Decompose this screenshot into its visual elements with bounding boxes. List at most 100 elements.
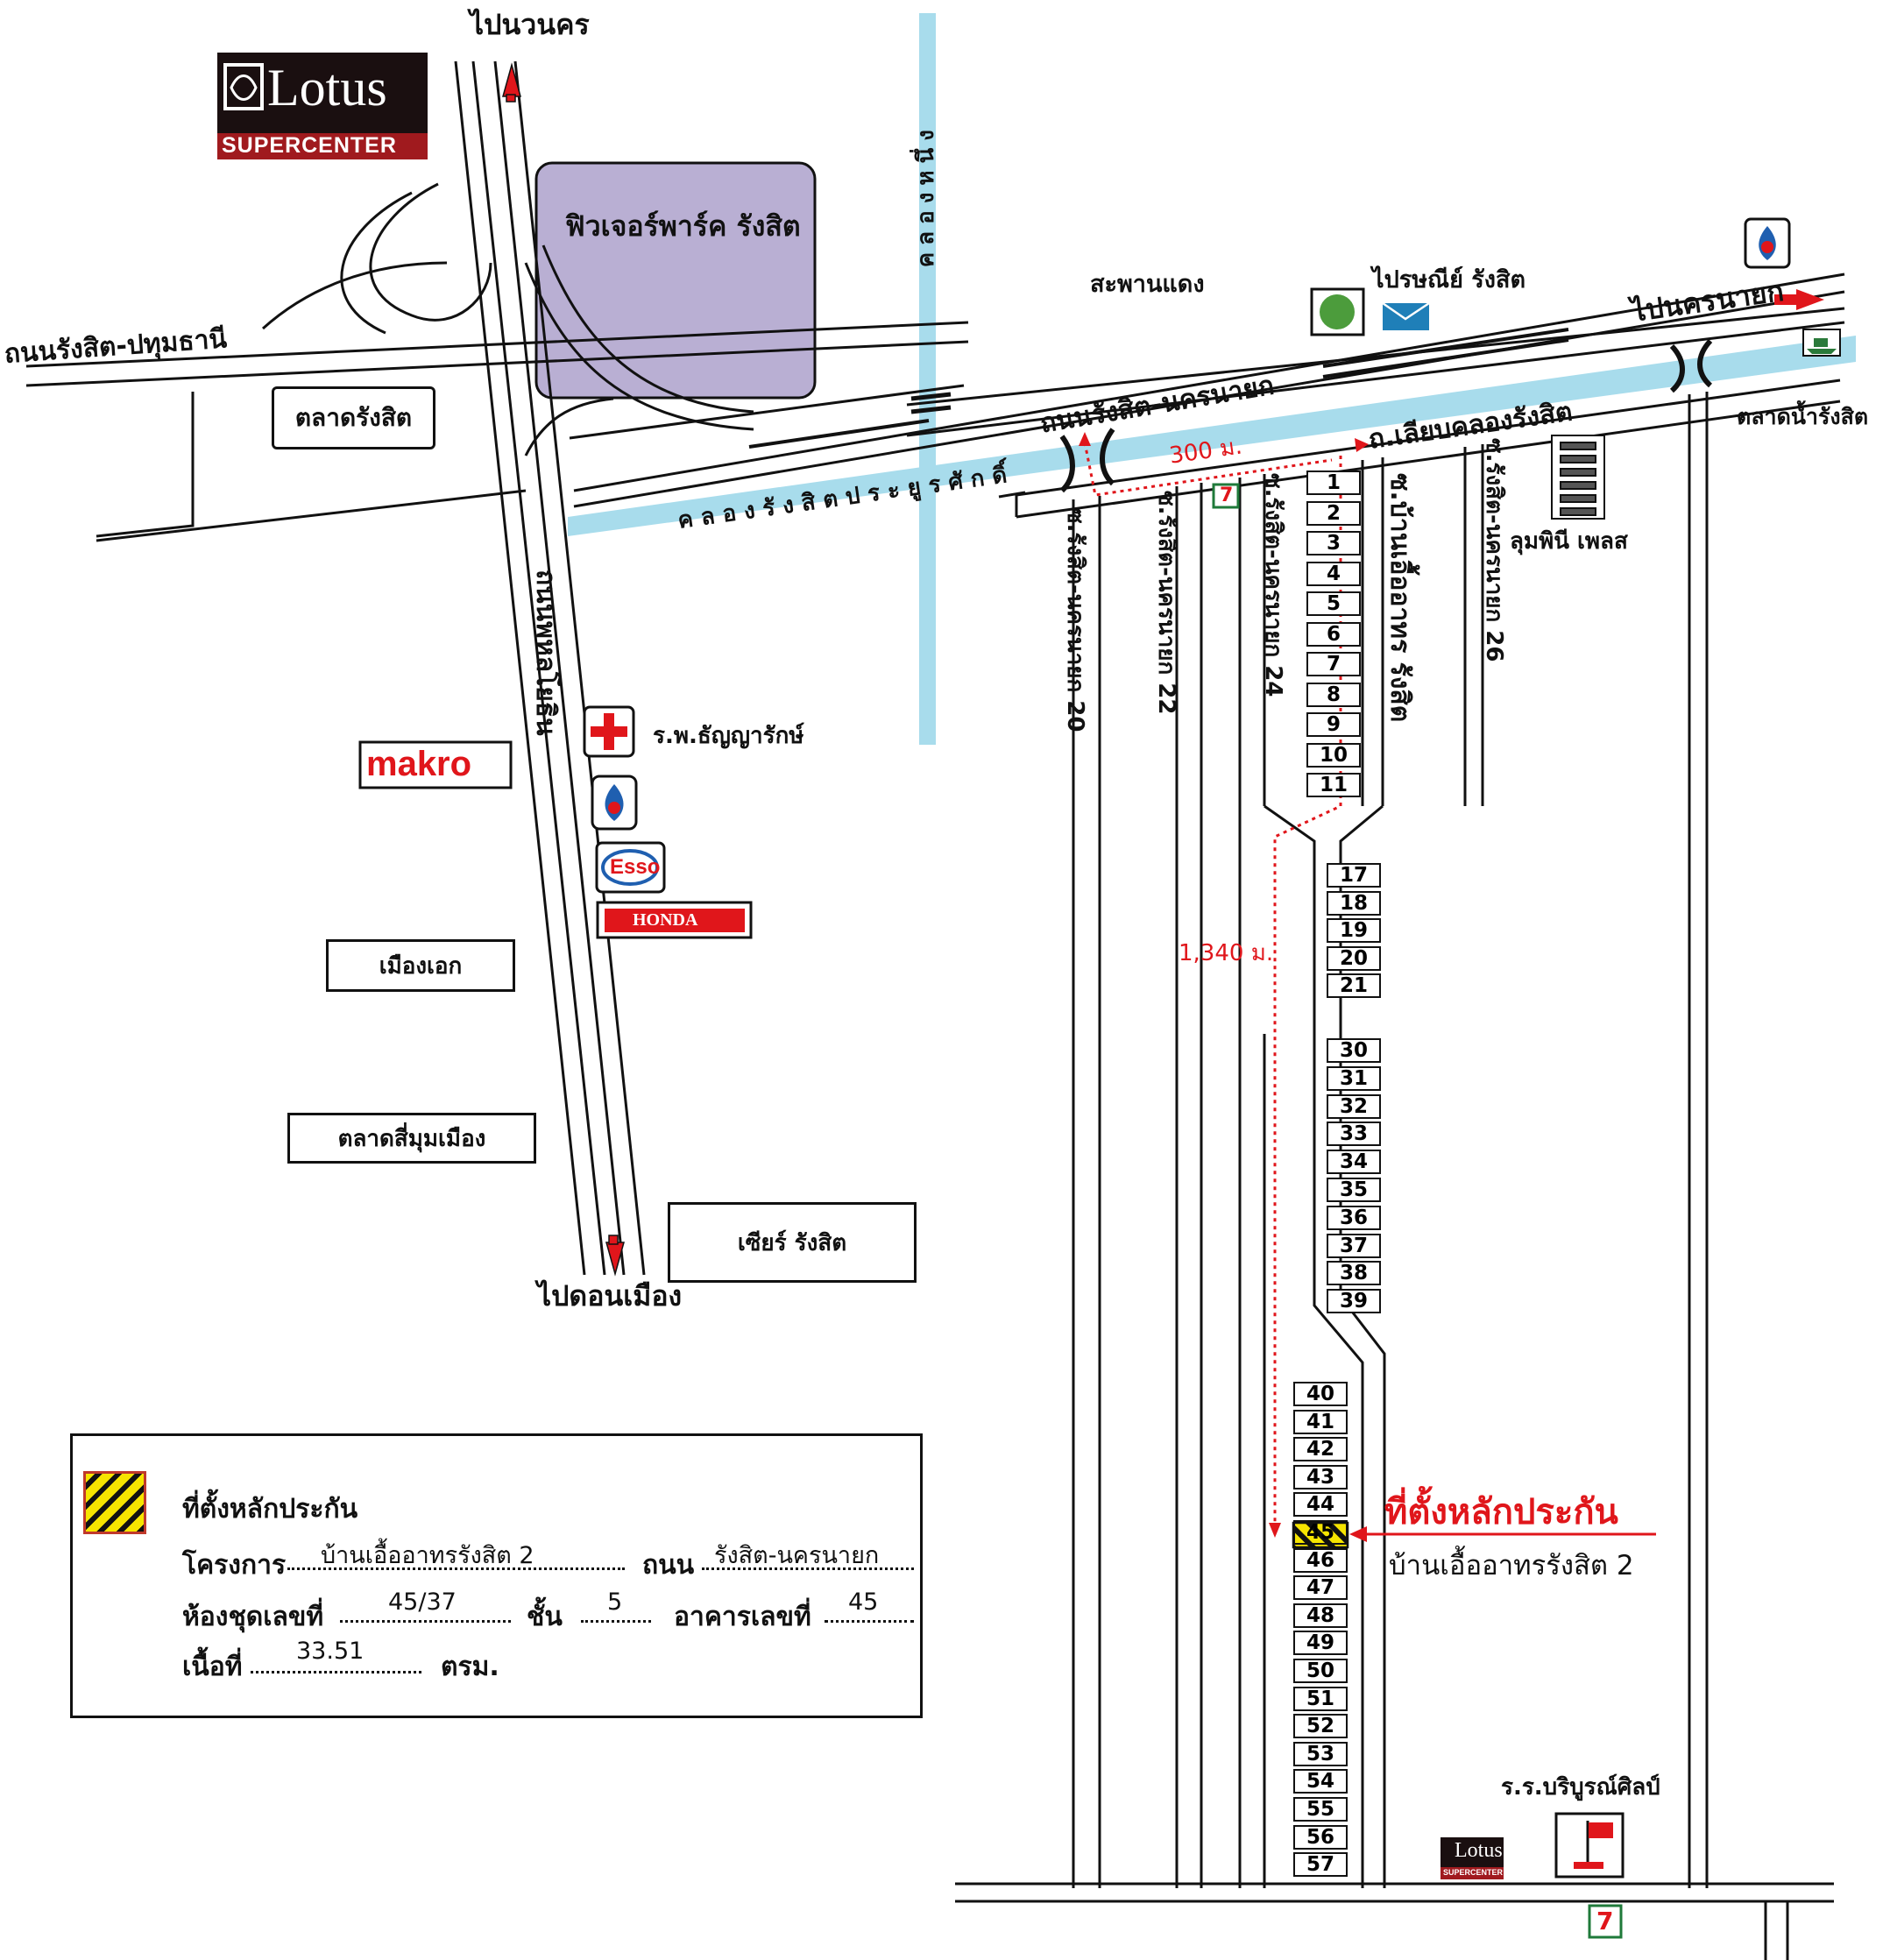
building-block: 57 [1293, 1852, 1348, 1878]
label-zeer: เซียร์ รังสิต [737, 1229, 847, 1256]
building-block: 49 [1293, 1631, 1348, 1656]
arrow-east-icon [1774, 289, 1824, 310]
legend-unit-value: 45/37 [388, 1589, 457, 1616]
legend-project-value: บ้านเอื้ออาทรรังสิต 2 [321, 1542, 534, 1569]
legend-building-label: อาคารเลขที่ [674, 1602, 811, 1632]
building-block: 39 [1327, 1289, 1381, 1314]
post-office-icon [1310, 287, 1430, 336]
future-park-area [534, 161, 817, 400]
school-flag-icon [1554, 1812, 1625, 1879]
building-block: 17 [1327, 863, 1381, 888]
building-block: 37 [1327, 1233, 1381, 1258]
building-block: 8 [1306, 682, 1361, 707]
collateral-pointer-icon [1349, 1526, 1656, 1542]
legend-box: ที่ตั้งหลักประกัน โครงการ บ้านเอื้ออาทรร… [70, 1433, 923, 1718]
bridge-east [1669, 338, 1713, 393]
building-block: 53 [1293, 1741, 1348, 1766]
label-lumpini: ลุมพินี เพลส [1510, 528, 1628, 555]
legend-floor-value: 5 [607, 1589, 623, 1616]
building-block: 5 [1306, 591, 1361, 616]
building-block: 10 [1306, 742, 1361, 768]
seven-eleven-icon-bottom [1588, 1904, 1623, 1939]
zeer-box: เซียร์ รังสิต [668, 1202, 917, 1283]
label-soi-22: ซ.รังสิต-นครนายก 22 [1153, 491, 1179, 715]
building-block: 2 [1306, 500, 1361, 526]
building-block: 18 [1327, 890, 1381, 916]
building-block-collateral: 45 [1293, 1520, 1348, 1545]
building-block: 44 [1293, 1492, 1348, 1518]
building-block: 56 [1293, 1824, 1348, 1850]
building-block: 19 [1327, 918, 1381, 943]
legend-unit-dots [340, 1620, 511, 1623]
ptt-station-icon [591, 775, 638, 831]
label-to-donmueang: ไปดอนเมือง [537, 1279, 683, 1313]
building-block: 21 [1327, 973, 1381, 998]
mueang-ake-box: เมืองเอก [326, 939, 515, 992]
bridge-saphan-daeng [1059, 428, 1115, 493]
label-talad-rangsit: ตลาดรังสิต [294, 403, 413, 432]
legend-building-dots [825, 1620, 914, 1623]
building-block: 38 [1327, 1261, 1381, 1286]
label-project-name-right: บ้านเอื้ออาทรรังสิต 2 [1389, 1550, 1634, 1581]
esso-icon [595, 841, 666, 894]
building-block: 4 [1306, 561, 1361, 586]
label-post-office: ไปรษณีย์ รังสิต [1372, 266, 1525, 294]
label-lotus-brand-small: Lotus [1455, 1839, 1503, 1862]
label-future-park: ฟิวเจอร์พาร์ค รังสิต [565, 209, 801, 243]
label-school: ร.ร.บริบูรณ์ศิลป์ [1501, 1774, 1660, 1801]
legend-project-label: โครงการ [182, 1550, 287, 1581]
talad-simum-box: ตลาดสี่มุมเมือง [287, 1113, 536, 1164]
building-block: 33 [1327, 1122, 1381, 1147]
label-distance-1340: 1,340 ม. [1179, 940, 1274, 966]
seven-eleven-icon [1212, 483, 1240, 509]
label-lotus-sub: SUPERCENTER [222, 133, 397, 158]
building-block: 31 [1327, 1065, 1381, 1091]
building-block: 42 [1293, 1437, 1348, 1462]
label-phahonyothin: ถนนพหลโยธิน [530, 570, 561, 736]
label-collateral-here: ที่ตั้งหลักประกัน [1384, 1492, 1618, 1532]
building-block: 54 [1293, 1769, 1348, 1794]
building-block: 51 [1293, 1686, 1348, 1711]
building-block: 52 [1293, 1714, 1348, 1739]
label-soi-20: ซ.รังสิต-นครนายก 20 [1062, 508, 1088, 732]
building-block: 11 [1306, 773, 1361, 797]
building-block: 3 [1306, 531, 1361, 555]
label-khlong-nueng: คลองหนึ่ง [913, 123, 939, 268]
label-soi-24: ซ.รังสิต-นครนายก 24 [1260, 473, 1286, 697]
building-block: 36 [1327, 1205, 1381, 1230]
honda-icon [596, 901, 753, 939]
hospital-icon [583, 705, 635, 758]
label-hospital: ร.พ.ธัญญารักษ์ [653, 723, 804, 749]
makro-logo-frame [358, 740, 513, 789]
canal-khlong-rangsit [568, 336, 1856, 536]
legend-project-dots [287, 1567, 625, 1570]
ptt-station-icon-east [1744, 217, 1791, 269]
label-mueang-ake: เมืองเอก [379, 952, 463, 980]
lotus-logo [217, 53, 428, 159]
building-block: 55 [1293, 1797, 1348, 1822]
legend-hatch-swatch [83, 1471, 146, 1534]
legend-unit-label: ห้องชุดเลขที่ [182, 1602, 324, 1632]
boat-icon [1802, 329, 1841, 357]
legend-road-dots [702, 1567, 914, 1570]
building-block: 34 [1327, 1150, 1381, 1175]
building-block: 30 [1327, 1038, 1381, 1063]
building-block: 48 [1293, 1603, 1348, 1628]
label-lotus-brand: Lotus [267, 59, 387, 117]
label-seven-eleven-bottom: 7 [1596, 1907, 1614, 1935]
label-soi-26: ซ.รังสิต-นครนายก 26 [1481, 438, 1507, 662]
label-esso: Esso [610, 855, 661, 879]
legend-road-label: ถนน [642, 1550, 695, 1581]
label-soi-project: ซ.บ้านเอื้ออาทร รังสิต [1384, 473, 1415, 723]
building-block: 43 [1293, 1464, 1348, 1489]
label-saphan-daeng: สะพานแดง [1090, 271, 1205, 298]
canal-khlong-nueng [919, 13, 936, 745]
route-arrows [1079, 432, 1369, 1538]
building-block: 32 [1327, 1093, 1381, 1119]
building-block: 7 [1306, 652, 1361, 676]
building-block: 6 [1306, 621, 1361, 647]
talad-rangsit-box: ตลาดรังสิต [272, 386, 435, 449]
building-block: 9 [1306, 712, 1361, 737]
legend-floor-label: ชั้น [527, 1602, 563, 1632]
